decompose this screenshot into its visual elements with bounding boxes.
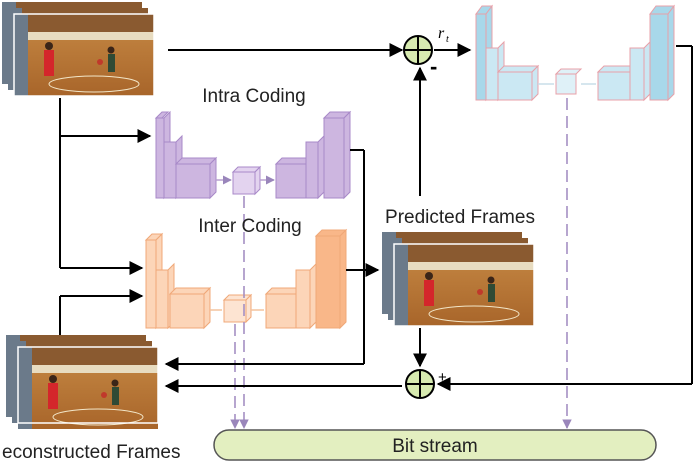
- predicted-frames-label: Predicted Frames: [385, 207, 535, 228]
- bitstream-label: Bit stream: [392, 436, 478, 457]
- connection-lines: [59, 43, 693, 393]
- input-frames: [1, 1, 155, 97]
- bitstream-bar: [213, 429, 657, 461]
- residual-coding-network: [475, 4, 675, 102]
- subtract-node: [403, 35, 433, 65]
- residual-symbol: r: [438, 25, 445, 42]
- intra-coding-network: [154, 110, 352, 200]
- minus-sign: -: [430, 54, 437, 79]
- reconstructed-frames-label: econstructed Frames: [2, 442, 180, 463]
- reconstructed-frames: [5, 334, 159, 430]
- intra-coding-label: Intra Coding: [202, 86, 306, 107]
- inter-coding-network: [144, 228, 348, 330]
- add-node: [405, 369, 435, 399]
- dashed-bitstream-links: [230, 98, 572, 429]
- residual-subscript: t: [446, 34, 449, 45]
- plus-sign: +: [438, 369, 447, 386]
- inter-coding-label: Inter Coding: [198, 216, 302, 237]
- predicted-frames: [381, 231, 535, 327]
